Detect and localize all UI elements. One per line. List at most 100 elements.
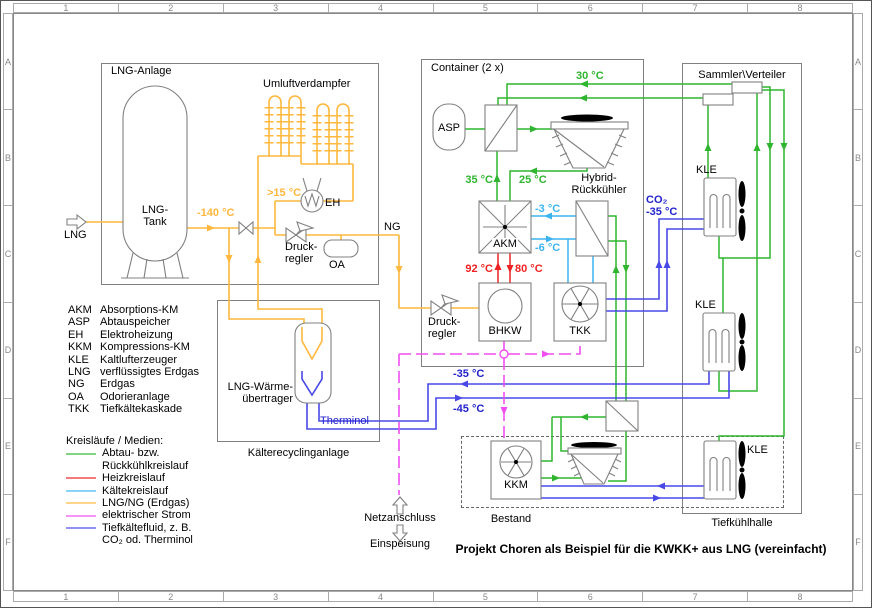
grid-ref-cell: E bbox=[854, 399, 862, 495]
grid-ref-cell: D bbox=[4, 303, 12, 399]
shutoff-valve bbox=[238, 220, 254, 236]
media-legend: Kreisläufe / Medien: Abtau- bzw. Rückküh… bbox=[66, 435, 193, 547]
tiefkuehlhalle-label: Tiefkühlhalle bbox=[711, 517, 773, 529]
temp-m35: -35 °C bbox=[453, 368, 485, 380]
grid-ref-cell: 1 bbox=[14, 3, 119, 13]
red-swatch bbox=[66, 477, 96, 480]
druckregler2-label: Druck-regler bbox=[428, 316, 461, 340]
temp-m45: -45 °C bbox=[453, 403, 485, 415]
temp-80: 80 °C bbox=[515, 263, 543, 275]
power-junction bbox=[499, 349, 509, 359]
lng-ng-pipes bbox=[86, 95, 479, 361]
bestand-label: Bestand bbox=[490, 513, 532, 525]
deepcold-pipes bbox=[301, 218, 730, 499]
druckregler-valve-2 bbox=[430, 294, 460, 317]
grid-ref-cell: C bbox=[4, 206, 12, 303]
netzanschluss-arrow bbox=[391, 496, 409, 515]
grid-ref-cell: D bbox=[854, 303, 862, 399]
grid-ref-cell: 2 bbox=[119, 592, 224, 602]
grid-ref-cell: B bbox=[854, 110, 862, 207]
kle-unit-2 bbox=[702, 312, 746, 372]
bestand-dashed-box bbox=[461, 436, 784, 508]
eh-heater bbox=[300, 177, 324, 213]
lng-heat-exchanger-vessel bbox=[294, 322, 332, 404]
drawing-border bbox=[13, 13, 853, 591]
kle-unit-3 bbox=[703, 440, 746, 500]
temp-35: 35 °C bbox=[465, 174, 493, 186]
grid-ref-cell: E bbox=[4, 399, 12, 495]
kaelterecycling-label: Kälterecyclinganlage bbox=[247, 447, 350, 459]
grid-ref-cell: 5 bbox=[434, 3, 539, 13]
bhkw-unit bbox=[478, 282, 532, 342]
legend-title: Kreisläufe / Medien: bbox=[66, 435, 164, 447]
grid-ref-cell: C bbox=[854, 206, 862, 303]
co2-label: CO₂-35 °C bbox=[646, 194, 678, 218]
grid-ref-cell: 6 bbox=[538, 592, 644, 602]
grid-ref-cell: 3 bbox=[224, 3, 329, 13]
druckregler-valve-1 bbox=[285, 221, 315, 244]
kle-unit-1 bbox=[703, 177, 746, 241]
grid-ref-cell: F bbox=[855, 537, 861, 548]
therminol-label: Therminol bbox=[320, 415, 369, 427]
power-lines bbox=[398, 341, 581, 495]
grid-ref-cell: 8 bbox=[797, 591, 803, 602]
grid-ref-cell: 7 bbox=[643, 3, 749, 13]
manifold-rects bbox=[702, 81, 763, 106]
grid-ref-cell: A bbox=[4, 14, 12, 111]
grid-ref-cell: 1 bbox=[14, 592, 119, 602]
lng-tank bbox=[121, 85, 189, 279]
asp-vessel bbox=[432, 103, 466, 151]
lng-inlet-arrow bbox=[66, 213, 87, 231]
container-label: Container (2 x) bbox=[431, 62, 504, 74]
grid-ref-cell: 8 bbox=[797, 3, 803, 13]
einspeisung-arrow bbox=[391, 524, 409, 542]
asp-label: ASP bbox=[437, 122, 460, 134]
grid-ref-cell: 4 bbox=[329, 3, 434, 13]
bestand-hybrid-cooler bbox=[567, 442, 622, 485]
oa-label: OA bbox=[329, 259, 345, 271]
heat-exchanger-1 bbox=[484, 104, 518, 152]
netzanschluss-label: Netzanschluss bbox=[364, 512, 436, 524]
lng-anlage-box bbox=[101, 63, 379, 285]
temp-minus140: -140 °C bbox=[197, 207, 235, 219]
grid-ref-cell: 2 bbox=[119, 3, 224, 13]
magenta-swatch bbox=[66, 514, 96, 517]
druckregler1-label: Druck-regler bbox=[285, 241, 318, 265]
hybrid-cooler bbox=[550, 114, 629, 169]
recool-pipes bbox=[465, 83, 785, 482]
akm-label: AKM bbox=[492, 238, 518, 250]
flow-arrows bbox=[207, 80, 788, 502]
kle3-label: KLE bbox=[747, 444, 768, 456]
temp-92: 92 °C bbox=[465, 263, 493, 275]
grid-ref-cell: F bbox=[5, 537, 11, 548]
kle1-label: KLE bbox=[696, 164, 717, 176]
einspeisung-label: Einspeisung bbox=[370, 538, 430, 550]
kaelterecycling-box bbox=[217, 300, 380, 442]
grid-ref-cell: A bbox=[854, 14, 862, 111]
tkk-label: TKK bbox=[569, 325, 591, 337]
grid-ref-cell: 5 bbox=[434, 592, 539, 602]
container-box bbox=[421, 59, 644, 367]
grid-ref-cell: 4 bbox=[329, 592, 434, 602]
cyan-swatch bbox=[66, 489, 96, 492]
lng-tank-label: LNG-Tank bbox=[141, 204, 169, 228]
heat-exchanger-3 bbox=[605, 400, 639, 432]
sammler-verteiler-label: Sammler\Verteiler bbox=[698, 69, 786, 81]
sammler-verteiler-box bbox=[682, 63, 802, 514]
green-swatch bbox=[66, 452, 96, 455]
grid-ref-cell: 6 bbox=[538, 3, 644, 13]
grid-ref-cell: 3 bbox=[224, 592, 329, 602]
temp-25: 25 °C bbox=[519, 174, 547, 186]
heat-exchanger-2 bbox=[575, 200, 609, 257]
blue-swatch bbox=[66, 526, 96, 529]
temp-m6: -6 °C bbox=[535, 242, 561, 254]
grid-ref-cell: B bbox=[4, 110, 12, 207]
tkk-unit bbox=[553, 282, 607, 342]
